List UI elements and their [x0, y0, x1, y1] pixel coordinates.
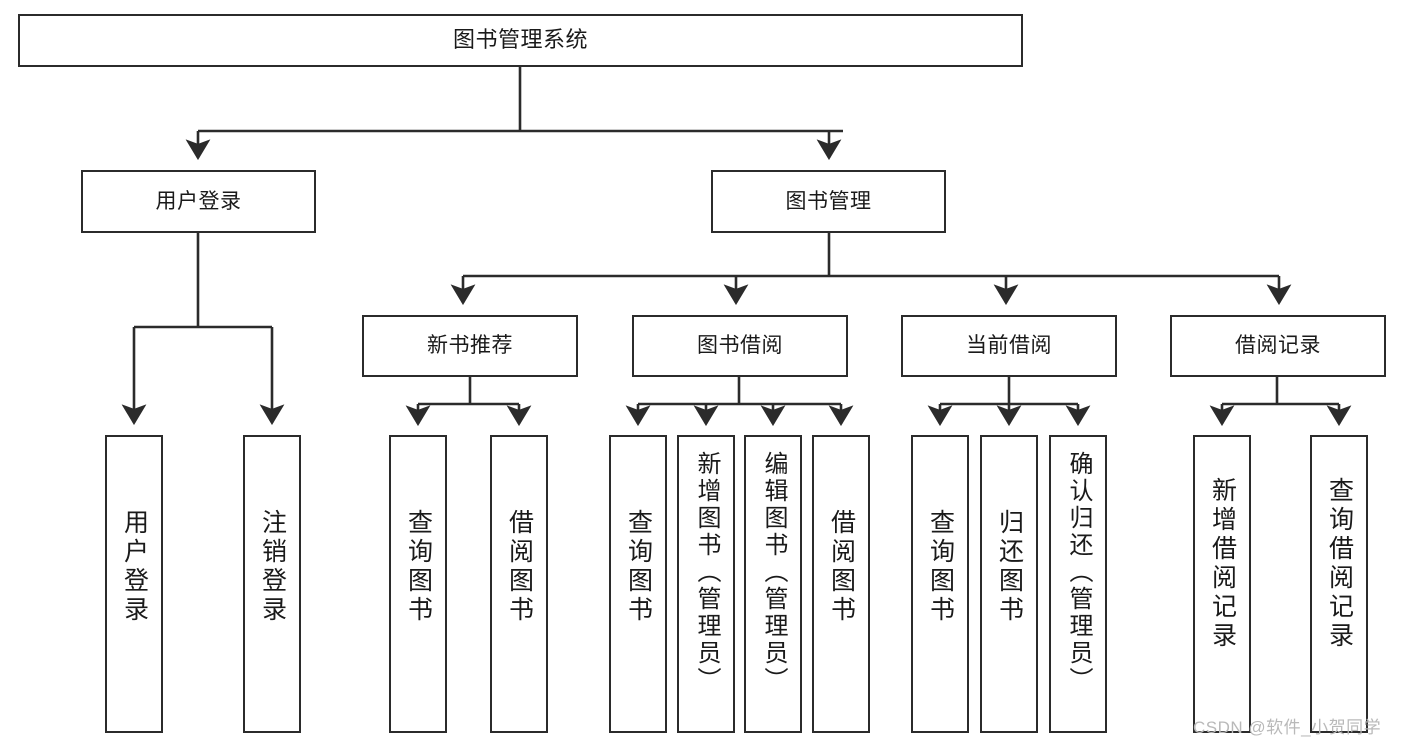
node-label: 当前借阅 — [966, 334, 1052, 358]
leaf-user-login[interactable]: 用户登录 — [105, 435, 163, 733]
node-label: 新增借阅记录 — [1208, 477, 1237, 651]
node-label: 查询图书 — [404, 509, 433, 625]
leaf-query-book-2[interactable]: 查询图书 — [609, 435, 667, 733]
leaf-add-book[interactable]: 新增图书（管理员） — [677, 435, 735, 733]
leaf-return-book[interactable]: 归还图书 — [980, 435, 1038, 733]
node-label: 编辑图书（管理员） — [760, 451, 787, 694]
leaf-query-book-1[interactable]: 查询图书 — [389, 435, 447, 733]
node-label: 用户登录 — [120, 509, 149, 625]
leaf-confirm-return[interactable]: 确认归还（管理员） — [1049, 435, 1107, 733]
node-root-system[interactable]: 图书管理系统 — [18, 14, 1023, 67]
node-new-book-rec[interactable]: 新书推荐 — [362, 315, 578, 377]
leaf-query-book-3[interactable]: 查询图书 — [911, 435, 969, 733]
csdn-watermark: CSDN @软件_小贺同学 — [1193, 718, 1382, 737]
node-label: 查询借阅记录 — [1325, 477, 1354, 651]
node-label: 注销登录 — [258, 509, 287, 625]
leaf-query-record[interactable]: 查询借阅记录 — [1310, 435, 1368, 733]
leaf-edit-book[interactable]: 编辑图书（管理员） — [744, 435, 802, 733]
node-borrow-record[interactable]: 借阅记录 — [1170, 315, 1386, 377]
node-label: 新增图书（管理员） — [693, 451, 720, 694]
leaf-borrow-book-1[interactable]: 借阅图书 — [490, 435, 548, 733]
node-label: 查询图书 — [624, 509, 653, 625]
node-label: 归还图书 — [995, 509, 1024, 625]
node-book-borrow[interactable]: 图书借阅 — [632, 315, 848, 377]
node-label: 图书管理系统 — [452, 27, 588, 53]
node-label: 新书推荐 — [427, 334, 513, 358]
node-current-borrow[interactable]: 当前借阅 — [901, 315, 1117, 377]
leaf-logout[interactable]: 注销登录 — [243, 435, 301, 733]
node-label: 借阅图书 — [827, 509, 856, 625]
leaf-add-record[interactable]: 新增借阅记录 — [1193, 435, 1251, 733]
node-book-manage[interactable]: 图书管理 — [711, 170, 946, 233]
leaf-borrow-book-2[interactable]: 借阅图书 — [812, 435, 870, 733]
node-label: 确认归还（管理员） — [1065, 451, 1092, 694]
node-label: 借阅图书 — [505, 509, 534, 625]
node-label: 用户登录 — [155, 189, 242, 213]
node-user-login[interactable]: 用户登录 — [81, 170, 316, 233]
node-label: 借阅记录 — [1235, 334, 1321, 358]
node-label: 图书管理 — [785, 189, 872, 213]
node-label: 查询图书 — [926, 509, 955, 625]
node-label: 图书借阅 — [697, 334, 783, 358]
